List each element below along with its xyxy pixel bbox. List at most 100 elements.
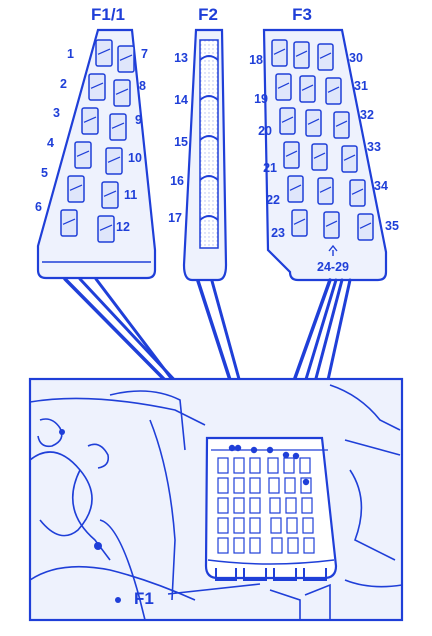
fuse-slot-mark (83, 116, 97, 123)
fuse-module-slots (217, 457, 315, 554)
fuse-slot (349, 179, 366, 207)
module-slot (300, 477, 312, 494)
fuse-number: 1 (67, 47, 74, 61)
fuse-number: 19 (254, 92, 268, 106)
fuse-slot (323, 211, 340, 239)
fuse-slot-mark (295, 50, 308, 57)
fuse-block-f2 (182, 28, 228, 282)
fuse-slot-mark (273, 48, 286, 55)
fuse-slot (199, 175, 219, 181)
fuse-number: 33 (367, 140, 381, 154)
fuse-slot-mark (325, 220, 338, 227)
f3-bottom-label: 24-29 (317, 260, 349, 274)
fuse-number: 7 (141, 47, 148, 61)
fuse-slot (283, 141, 300, 169)
fuse-slot-mark (313, 152, 326, 159)
fuse-slot (333, 111, 350, 139)
block-title-f2: F2 (198, 5, 218, 24)
fuse-slot (95, 39, 113, 67)
fuse-slot-mark (111, 122, 125, 129)
fuse-number: 4 (47, 136, 54, 150)
module-slot (286, 517, 298, 534)
module-slot (249, 457, 261, 474)
fuse-slot-mark (69, 184, 83, 191)
fuse-slot-mark (351, 188, 364, 195)
fuse-slot-mark (90, 82, 104, 89)
module-slot (233, 497, 245, 514)
fuse-slot (311, 143, 328, 171)
fuse-slot-mark (281, 116, 294, 123)
photo-label-f1: F1 (134, 589, 154, 608)
fuse-number: 14 (174, 93, 188, 107)
engine-bay-photo: F1 (28, 377, 404, 622)
fuse-slot (74, 141, 92, 169)
fuse-slot-mark (62, 218, 76, 225)
module-slot (217, 457, 229, 474)
fuse-slot (317, 177, 334, 205)
fuse-slot (293, 41, 310, 69)
module-slot (217, 477, 229, 494)
module-slot (303, 537, 315, 554)
module-slot (233, 537, 245, 554)
module-slot (267, 457, 279, 474)
f1-pointer (167, 583, 261, 595)
fuse-slot-mark (319, 186, 332, 193)
f3-right-numbers: 30 31 32 33 34 35 (349, 51, 399, 233)
fuse-number: 13 (174, 51, 188, 65)
fuse-number: 21 (263, 161, 277, 175)
block-title-f1-1: F1/1 (91, 5, 125, 24)
fuse-slot (60, 209, 78, 237)
fuse-number: 31 (354, 79, 368, 93)
fuse-slot-mark (307, 118, 320, 125)
f1-1-left-numbers: 1 2 3 4 5 6 (35, 47, 74, 214)
fuse-slot (199, 95, 219, 101)
fuse-number: 17 (168, 211, 182, 225)
fuse-number: 12 (116, 220, 130, 234)
module-slot (269, 497, 281, 514)
fuse-slot-mark (359, 222, 372, 229)
fuse-slot (341, 145, 358, 173)
module-slot (302, 517, 314, 534)
fuse-number: 10 (128, 151, 142, 165)
fuse-number: 32 (360, 108, 374, 122)
fuse-number: 15 (174, 135, 188, 149)
fuse-slot-mark (289, 184, 302, 191)
fuse-slot-mark (97, 48, 111, 55)
fuse-slot (101, 181, 119, 209)
fuse-block-f1-1 (36, 28, 157, 280)
module-slot (287, 537, 299, 554)
module-slot (249, 497, 261, 514)
fuse-slots (60, 39, 135, 243)
fuse-number: 11 (124, 188, 137, 202)
fuse-number: 5 (41, 166, 48, 180)
fuse-number: 23 (271, 226, 285, 240)
fuse-number: 16 (170, 174, 184, 188)
module-slot (217, 497, 229, 514)
fuse-slot-mark (277, 82, 290, 89)
fuse-number: 8 (139, 79, 146, 93)
module-slot (217, 537, 229, 554)
fuse-slot-mark (293, 218, 306, 225)
fuse-slot (279, 107, 296, 135)
module-slot (249, 517, 261, 534)
fuse-slot (287, 175, 304, 203)
fuse-slot (113, 79, 131, 107)
f3-left-numbers: 18 19 20 21 22 23 (249, 53, 285, 240)
fuse-number: 9 (135, 113, 142, 127)
fuse-number: 34 (374, 179, 388, 193)
fuse-slot-mark (335, 120, 348, 127)
fuse-number: 3 (53, 106, 60, 120)
fuse-slot (67, 175, 85, 203)
fuse-slot (325, 77, 342, 105)
fuse-slot-mark (107, 156, 121, 163)
fuse-number: 22 (266, 193, 280, 207)
fuse-slot-mark (103, 190, 117, 197)
module-slot (249, 477, 261, 494)
fuse-slot (271, 39, 288, 67)
module-slot (271, 537, 283, 554)
fuse-slot (117, 45, 135, 73)
fuse-slot (105, 147, 123, 175)
fuse-slot (199, 55, 219, 61)
fuse-number: 18 (249, 53, 263, 67)
fuse-slot-mark (115, 88, 129, 95)
